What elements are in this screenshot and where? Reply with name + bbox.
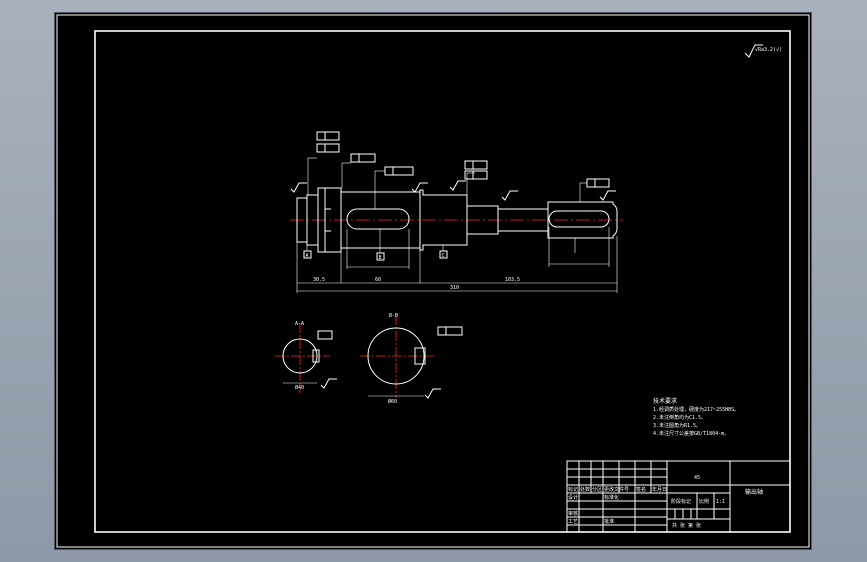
title-stage-label: 阶段标记 <box>671 498 691 505</box>
title-row-zone: 分区 <box>592 486 602 493</box>
tech-line-4: 4.未注尺寸公差按GB/T1804-m。 <box>653 430 729 437</box>
title-row-doc: 更改文件号 <box>604 486 629 493</box>
datum-markers: A B C <box>303 250 448 261</box>
title-role-process: 工艺 <box>568 519 578 525</box>
datum-b-label: B <box>379 255 382 261</box>
title-role-design: 设计 <box>568 494 578 501</box>
datum-c-label: C <box>442 253 445 259</box>
title-material: 45 <box>694 475 700 481</box>
dimension-lines <box>296 227 618 293</box>
shaft-main-view: A B C 30.5 60 103.5 310 <box>290 131 623 293</box>
title-scale: 1:1 <box>716 499 725 505</box>
keyway-left <box>346 208 410 230</box>
tech-line-2: 2.未注倒角均为C1.5。 <box>653 414 706 421</box>
tech-line-3: 3.未注圆角为R1.5。 <box>653 422 701 429</box>
tech-line-1: 1.经调质处理，硬度为217~255HBS。 <box>653 406 739 413</box>
title-block <box>566 460 791 533</box>
outer-frame <box>56 14 810 548</box>
global-roughness-text: √Ra3.2(√) <box>755 47 782 53</box>
title-row-count: 处数 <box>580 486 590 493</box>
title-row-sign: 签名 <box>636 486 646 493</box>
title-row-mark: 标记 <box>568 486 578 493</box>
section-a-label: A-A <box>295 321 304 327</box>
section-view-a: A-A Ø40 <box>275 321 337 393</box>
title-role-approve: 批准 <box>604 518 614 525</box>
section-a-dia: Ø40 <box>295 384 304 391</box>
roughness-symbols <box>290 180 616 201</box>
tech-requirements: 技术要求 1.经调质处理，硬度为217~255HBS。 2.未注倒角均为C1.5… <box>653 397 739 437</box>
cad-viewport[interactable]: √Ra3.2(√) <box>55 13 811 549</box>
section-b-label: B-B <box>389 313 398 319</box>
section-view-b: B-B Ø60 <box>360 313 463 405</box>
title-part-name: 输出轴 <box>745 488 763 496</box>
dim-seg3: 103.5 <box>505 277 520 283</box>
inner-frame <box>94 30 791 533</box>
title-row-date: 年月日 <box>652 486 667 493</box>
drawing-canvas: √Ra3.2(√) <box>56 14 810 548</box>
global-roughness-icon: √Ra3.2(√) <box>744 44 782 58</box>
dim-seg2: 60 <box>375 277 381 283</box>
tolerance-frames <box>316 131 610 188</box>
title-sheet: 共 张 第 张 <box>672 522 701 529</box>
datum-a-label: A <box>306 253 309 259</box>
dim-overall: 310 <box>450 285 459 291</box>
section-b-dia: Ø60 <box>388 398 397 405</box>
title-scale-label: 比例 <box>699 498 709 505</box>
dim-seg1: 30.5 <box>313 277 325 283</box>
tech-heading: 技术要求 <box>653 397 677 405</box>
keyway-right <box>548 210 610 228</box>
shaft-outline <box>296 187 618 253</box>
title-role-standard: 标准化 <box>604 494 619 501</box>
title-role-review: 审核 <box>568 510 578 517</box>
